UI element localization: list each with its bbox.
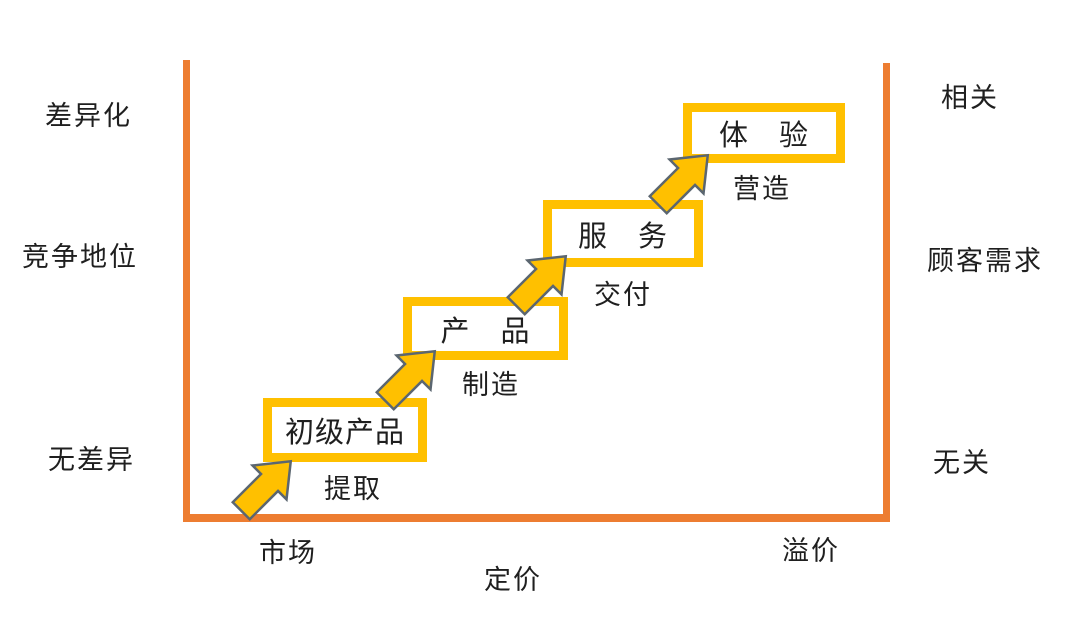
x-axis-line bbox=[183, 514, 890, 522]
x-axis-label-market: 市场 bbox=[259, 538, 317, 568]
step-arrow-3 bbox=[496, 236, 586, 326]
up-right-arrow-icon bbox=[230, 459, 293, 522]
y-axis-label-undifferentiated: 无差异 bbox=[48, 445, 135, 475]
right-axis-title-customer-needs: 顾客需求 bbox=[927, 246, 1043, 276]
step-arrow-1 bbox=[221, 441, 311, 531]
stage-box-products: 产 品 bbox=[403, 297, 568, 360]
y-axis-label-differentiated: 差异化 bbox=[45, 101, 132, 131]
up-right-arrow-icon bbox=[647, 153, 710, 216]
stage-box-label: 服 务 bbox=[577, 220, 668, 253]
right-axis-label-relevant: 相关 bbox=[941, 83, 999, 113]
action-label-extract: 提取 bbox=[324, 474, 382, 504]
x-axis-label-premium: 溢价 bbox=[782, 536, 840, 566]
right-axis-line bbox=[883, 63, 890, 514]
up-right-arrow-icon bbox=[374, 349, 437, 412]
stage-box-experiences: 体 验 bbox=[683, 103, 845, 163]
action-label-deliver: 交付 bbox=[594, 280, 652, 310]
right-axis-label-irrelevant: 无关 bbox=[933, 448, 991, 478]
x-axis-title-pricing: 定价 bbox=[484, 565, 542, 595]
y-axis-line bbox=[183, 60, 190, 522]
stage-box-label: 产 品 bbox=[440, 315, 531, 348]
stage-box-services: 服 务 bbox=[543, 200, 703, 267]
up-right-arrow-icon bbox=[505, 254, 568, 317]
action-label-stage: 营造 bbox=[733, 174, 791, 204]
action-label-manufacture: 制造 bbox=[462, 370, 520, 400]
step-arrow-2 bbox=[365, 331, 455, 421]
y-axis-title-competitive-position: 竞争地位 bbox=[22, 242, 138, 272]
step-arrow-4 bbox=[638, 135, 728, 225]
stage-box-commodities: 初级产品 bbox=[263, 398, 427, 462]
stage-box-label: 体 验 bbox=[718, 120, 809, 152]
stage-box-label: 初级产品 bbox=[284, 417, 405, 449]
